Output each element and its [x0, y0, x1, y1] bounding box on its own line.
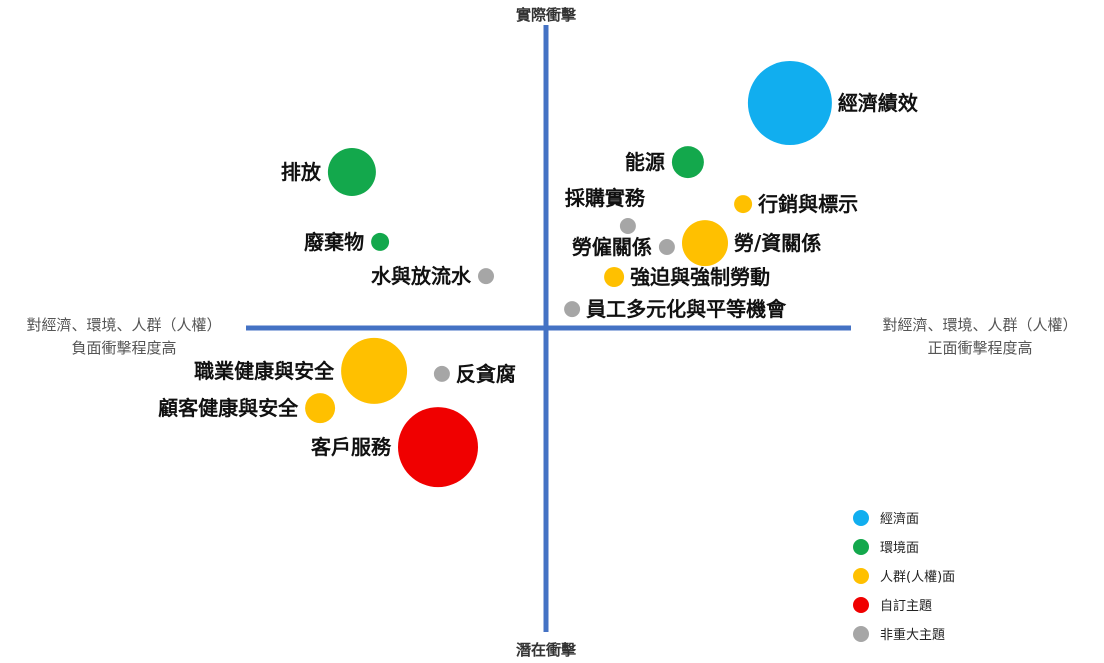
bubble-non_material	[478, 268, 494, 285]
bubble-environment	[671, 146, 704, 179]
bubble-label: 能源	[625, 150, 665, 174]
bubble-non_material	[433, 365, 450, 382]
bubble-label: 顧客健康與安全	[158, 396, 299, 420]
bubble-social	[734, 195, 753, 214]
bubble-environment	[371, 232, 390, 251]
bubble-non_material	[658, 239, 675, 255]
bubble-label: 勞僱關係	[572, 235, 652, 259]
bubble-label: 行銷與標示	[757, 192, 858, 216]
bubble-label: 反貪腐	[456, 362, 516, 386]
axis-label-left-line2: 負面衝擊程度高	[71, 339, 176, 357]
bubble-non_material	[619, 218, 636, 234]
bubble-label: 採購實務	[565, 186, 646, 210]
legend-marker-custom	[853, 597, 869, 613]
bubble-label: 水與放流水	[371, 264, 472, 288]
bubble-environment	[327, 148, 376, 196]
bubble-label: 廢棄物	[304, 230, 364, 254]
bubble-economic	[747, 61, 832, 145]
bubble-custom	[398, 407, 478, 488]
bubble-label: 強迫與強制勞動	[630, 265, 770, 289]
legend-label: 非重大主題	[880, 627, 945, 643]
bubble-label: 勞/資關係	[734, 231, 821, 255]
bubble-label: 經濟績效	[838, 91, 918, 115]
legend-marker-non_material	[853, 626, 869, 642]
legend-label: 經濟面	[880, 511, 919, 527]
legend-marker-environment	[853, 539, 869, 555]
bubble-label: 排放	[281, 160, 322, 184]
legend-label: 環境面	[880, 541, 919, 556]
bubble-label: 員工多元化與平等機會	[585, 297, 787, 321]
axis-label-right-line1: 對經濟、環境、人群（人權）	[882, 316, 1077, 334]
bubble-non_material	[564, 301, 581, 318]
legend-marker-economic	[853, 510, 869, 526]
bubble-social	[604, 267, 625, 287]
axis-label-left-line1: 對經濟、環境、人群（人權）	[26, 316, 221, 334]
axis-label-right-line2: 正面衝擊程度高	[927, 339, 1032, 357]
legend-label: 人群(人權)面	[880, 570, 955, 585]
legend-label: 自訂主題	[880, 598, 932, 614]
bubble-label: 客戶服務	[310, 435, 392, 459]
bubble-social	[305, 393, 336, 424]
axis-label-top: 實際衝擊	[516, 6, 577, 24]
bubble-social	[341, 337, 408, 404]
bubble-social	[682, 220, 728, 267]
bubble-label: 職業健康與安全	[194, 359, 335, 383]
legend-marker-social	[853, 568, 869, 584]
axis-label-bottom: 潛在衝擊	[516, 641, 577, 659]
